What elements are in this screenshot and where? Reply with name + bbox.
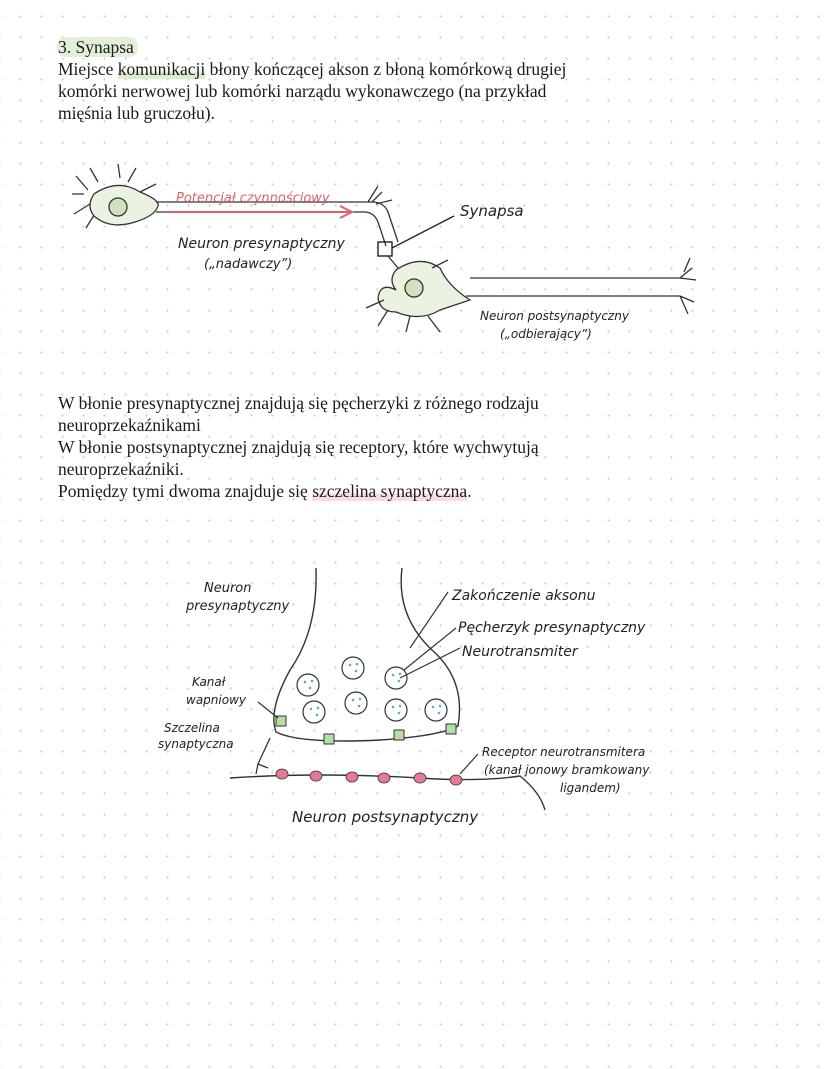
definition-line-3: mięśnia lub gruczołu). [58, 103, 215, 123]
calcium-channel [393, 729, 405, 741]
label-presynaptic-neuron: Neuron presynaptyczny [178, 236, 345, 252]
synapse-pointer-line [391, 215, 455, 249]
receptors [275, 768, 463, 786]
synapse-detail-diagram: Neuron presynaptyczny Zakończenie aksonu… [158, 567, 650, 826]
label-postsynaptic-role: („odbierający”) [500, 327, 592, 341]
paragraph-line-5: Pomiędzy tymi dwoma znajduje się szczeli… [58, 481, 472, 501]
calcium-channel [323, 733, 335, 745]
label-neurotransmitter: Neurotransmiter [462, 644, 579, 660]
vesicle [384, 666, 408, 690]
section-heading: 3. Synapsa [57, 36, 138, 58]
section-number: 3. [58, 37, 72, 57]
calcium-channel [445, 723, 457, 735]
vesicle [424, 698, 448, 722]
label-cleft-1: Szczelina [164, 721, 220, 735]
section-title: Synapsa [75, 37, 134, 57]
receptor [309, 770, 323, 782]
receptor [275, 768, 289, 780]
section-heading-highlight: 3. Synapsa [57, 37, 138, 57]
keyword-communication: komunikacji [117, 59, 206, 79]
receptor [449, 774, 463, 786]
label-pre-neuron-2: presynaptyczny [185, 599, 290, 614]
label-synapse: Synapsa [460, 202, 524, 220]
label-receptor-1: Receptor neurotransmitera [482, 745, 645, 759]
keyword-synaptic-cleft: szczelina synaptyczna [312, 481, 468, 501]
presynaptic-neuron-drawing [72, 163, 399, 247]
action-potential-arrow: Potencjał czynnościowy [166, 191, 355, 219]
label-vesicle: Pęcherzyk presynaptyczny [458, 620, 646, 636]
membrane-paragraph: W błonie presynaptycznej znajdują się pę… [58, 392, 758, 502]
label-pre-neuron-1: Neuron [204, 581, 252, 596]
paragraph-line-1: W błonie presynaptycznej znajdują się pę… [58, 393, 539, 413]
label-pointers [257, 591, 479, 775]
receptor [345, 771, 359, 783]
receptor [377, 772, 391, 784]
receptor [413, 772, 427, 784]
calcium-channels [275, 715, 457, 745]
vesicle [302, 700, 326, 724]
postsynaptic-neuron-drawing [365, 255, 697, 333]
axon-terminal-outline [273, 567, 461, 742]
neurotransmitter-dots [303, 662, 442, 717]
definition-line-2: komórki nerwowej lub komórki narządu wyk… [58, 81, 547, 101]
label-receptor-3: ligandem) [560, 781, 621, 795]
cleft-bracket [255, 737, 271, 775]
label-action-potential: Potencjał czynnościowy [176, 191, 330, 206]
vesicle [384, 698, 408, 722]
label-calcium-1: Kanał [192, 675, 226, 689]
label-postsynaptic-neuron: Neuron postsynaptyczny [480, 309, 630, 323]
postsynaptic-membrane [229, 774, 546, 811]
label-receptor-2: (kanał jonowy bramkowany [484, 763, 650, 777]
label-presynaptic-role: („nadawczy”) [204, 257, 292, 272]
paragraph-line-3: W błonie postsynaptycznej znajdują się r… [58, 437, 539, 457]
vesicle [296, 673, 320, 697]
synapse-definition: Miejsce komunikacji błony kończącej akso… [58, 58, 758, 124]
label-post-neuron: Neuron postsynaptyczny [292, 808, 479, 826]
vesicle [344, 691, 368, 715]
vesicle [341, 656, 365, 680]
paragraph-line-4: neuroprzekaźniki. [58, 459, 184, 479]
label-calcium-2: wapniowy [186, 693, 247, 707]
label-axon-terminal: Zakończenie aksonu [451, 588, 596, 604]
vesicles [296, 656, 448, 724]
definition-line-1: Miejsce komunikacji błony kończącej akso… [58, 59, 567, 79]
label-cleft-2: synaptyczna [158, 737, 234, 751]
neuron-synapse-diagram: Potencjał czynnościowy Synapsa Neuron pr… [72, 163, 697, 341]
paragraph-line-2: neuroprzekaźnikami [58, 415, 201, 435]
synapse-box [377, 241, 393, 257]
calcium-channel [275, 715, 287, 727]
